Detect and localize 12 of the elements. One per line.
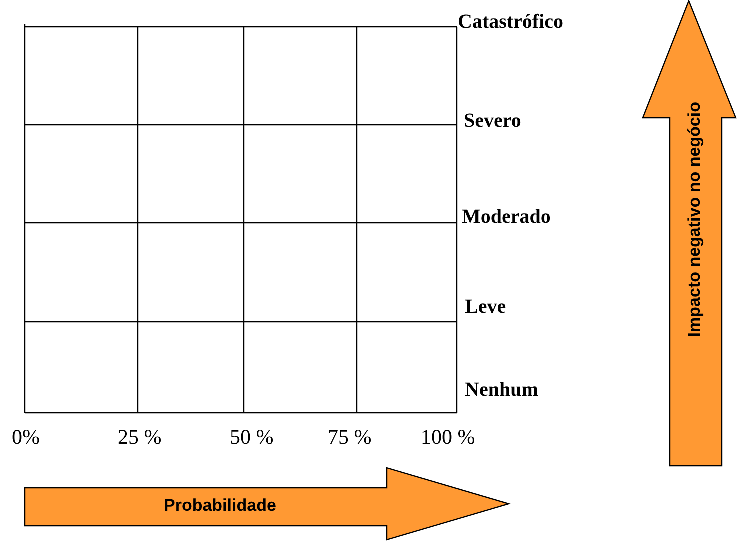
impact-level-label: Moderado: [462, 207, 551, 227]
impact-level-label: Catastrófico: [458, 12, 564, 32]
probability-tick-label: 75 %: [328, 427, 372, 448]
probability-tick-label: 50 %: [230, 427, 274, 448]
probability-tick-label: 25 %: [118, 427, 162, 448]
arrow-label: Impacto negativo no negócio: [686, 102, 705, 338]
impact-level-label: Leve: [465, 297, 506, 317]
probability-tick-label: 0%: [12, 427, 40, 448]
impact-level-label: Nenhum: [465, 380, 538, 400]
arrow-label: Probabilidade: [164, 497, 276, 514]
impact-level-label: Severo: [464, 111, 522, 131]
probability-tick-label: 100 %: [421, 427, 476, 448]
